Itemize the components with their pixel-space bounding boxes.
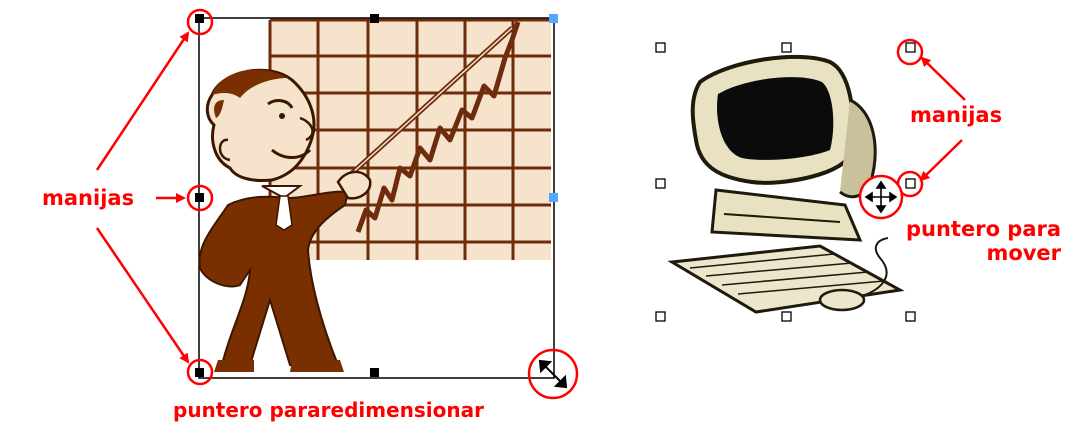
- handle-top-middle[interactable]: [370, 14, 379, 23]
- left-handle-highlights: [186, 8, 214, 386]
- handle-middle-right[interactable]: [905, 178, 916, 189]
- computer-clipart-image: [660, 46, 910, 316]
- businessman-pointing-chart-image: [198, 26, 514, 372]
- handle-middle-left[interactable]: [655, 178, 666, 189]
- handles-label-left: manijas: [42, 186, 135, 210]
- right-selection-handles[interactable]: [655, 42, 916, 322]
- handle-top-right[interactable]: [549, 14, 558, 23]
- handle-middle-right[interactable]: [549, 193, 558, 202]
- handle-bottom-right[interactable]: [905, 311, 916, 322]
- resize-pointer-label: puntero pararedimensionar: [173, 398, 484, 422]
- handle-top-middle[interactable]: [781, 42, 792, 53]
- left-selection-handles[interactable]: [195, 14, 558, 377]
- handles-label-right: manijas: [910, 103, 1003, 127]
- right-annotation-arrows: [919, 56, 966, 182]
- resize-pointer-icon: [527, 348, 579, 400]
- move-pointer-icon: [858, 174, 904, 220]
- handle-top-left[interactable]: [655, 42, 666, 53]
- move-pointer-label-line2: mover: [986, 241, 1062, 265]
- handle-bottom-middle[interactable]: [781, 311, 792, 322]
- handle-top-right[interactable]: [905, 42, 916, 53]
- left-annotation-arrows: [95, 31, 190, 364]
- handle-middle-left[interactable]: [195, 193, 204, 202]
- handle-bottom-left[interactable]: [655, 311, 666, 322]
- handle-top-left[interactable]: [195, 14, 204, 23]
- move-pointer-label-line1: puntero para: [906, 217, 1062, 241]
- handle-bottom-middle[interactable]: [370, 368, 379, 377]
- move-pointer-label: puntero para mover: [906, 217, 1061, 265]
- handle-bottom-left[interactable]: [195, 368, 204, 377]
